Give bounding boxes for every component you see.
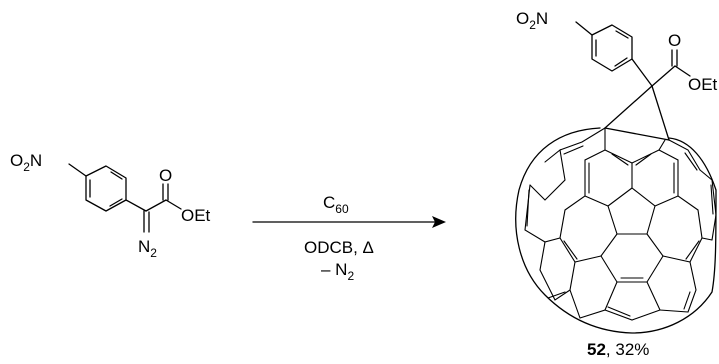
condition-solvent-heat: ODCB, Δ: [304, 238, 374, 257]
product-structure: O2N O OEt: [515, 9, 718, 359]
reactant-nitro-label: O2N: [10, 151, 42, 174]
cyclopropane-ring: [604, 85, 670, 141]
product-nitro-label: O2N: [516, 9, 548, 32]
reactant-diazo-bond: [143, 210, 150, 233]
reactant-carbonyl-o: O: [159, 166, 172, 185]
product-label: 52, 32%: [587, 340, 649, 359]
product-ester-label: OEt: [688, 75, 718, 94]
reaction-arrow: [252, 216, 446, 228]
product-carbonyl-bond: [671, 49, 678, 67]
product-benzene-ring: [575, 21, 633, 72]
reactant-carbonyl-bond: [162, 183, 169, 201]
product-carbonyl-o: O: [668, 31, 681, 50]
condition-byproduct-n2: – N2: [321, 260, 354, 283]
reactant-structure: O2N N2 O OEt: [10, 151, 211, 260]
reactant-benzene-ring: [68, 163, 127, 212]
reactant-ester-label: OEt: [181, 206, 211, 225]
reactant-diazo-label: N2: [138, 237, 157, 260]
reagent-c60: C60: [323, 193, 349, 216]
c60-fullerene-cage: [515, 127, 717, 334]
